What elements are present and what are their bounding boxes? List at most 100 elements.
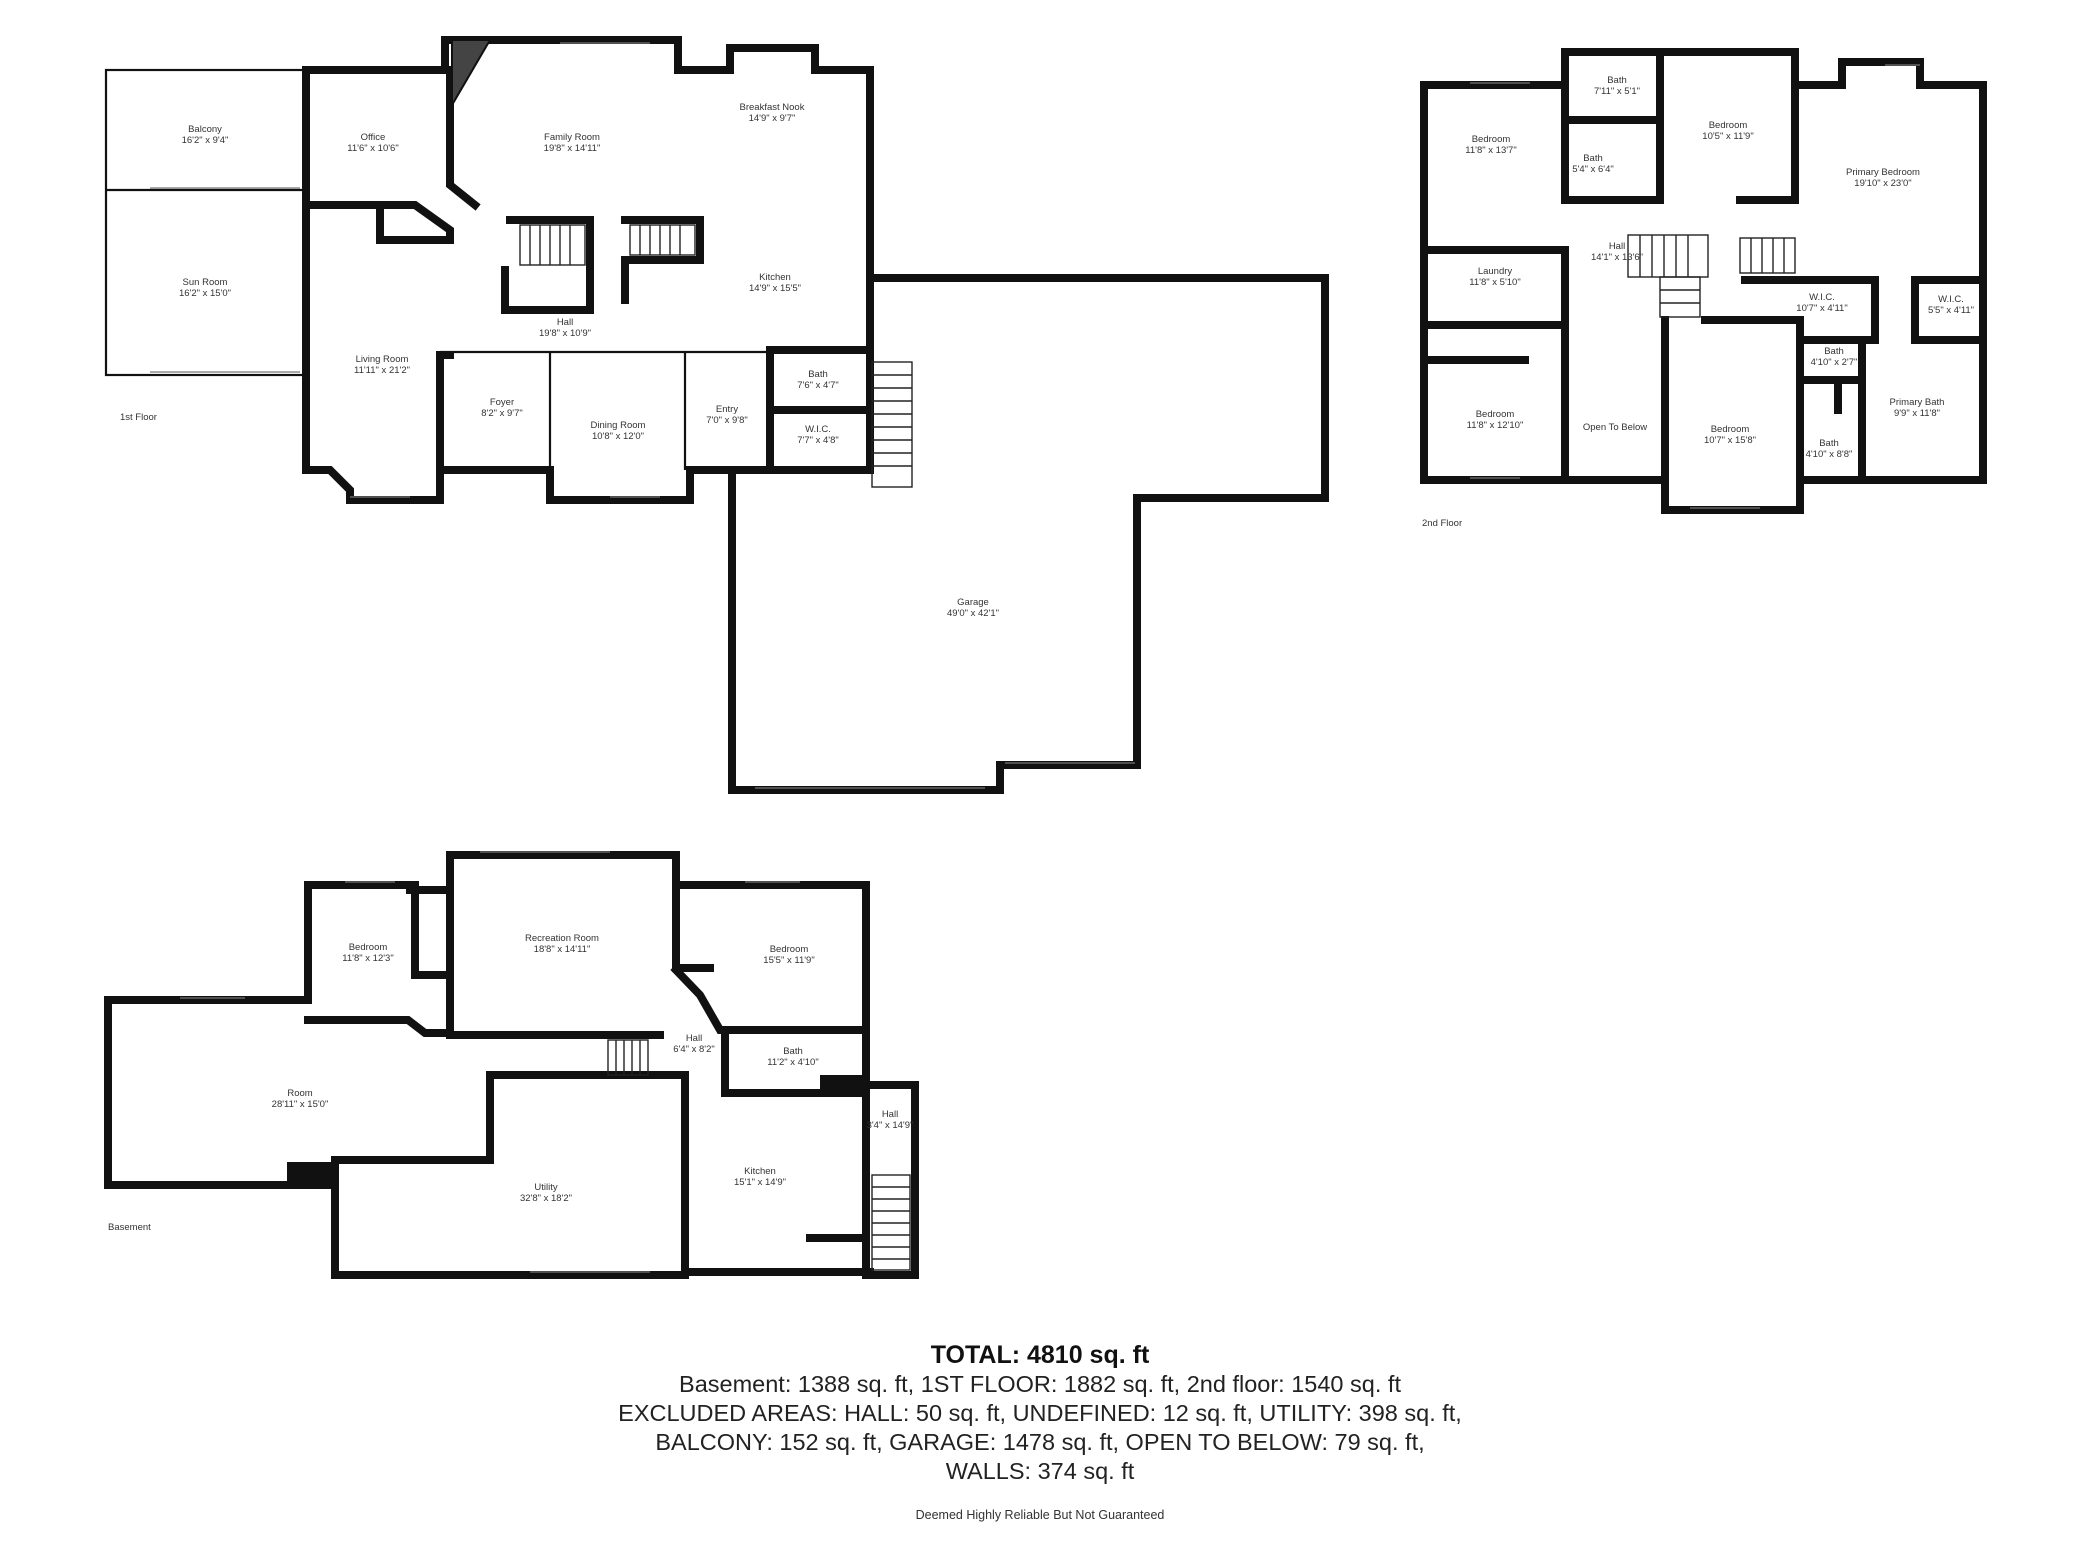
room-dimensions: 10'5" x 11'9" bbox=[1702, 131, 1753, 142]
sunroom-balcony-outline bbox=[104, 68, 308, 377]
room-name: Utility bbox=[534, 1182, 557, 1193]
room-dimensions: 9'9" x 11'8" bbox=[1894, 408, 1940, 419]
room-dimensions: 11'8" x 13'7" bbox=[1465, 145, 1516, 156]
room-name: Bedroom bbox=[1476, 409, 1515, 420]
room-name: Bath bbox=[1607, 75, 1627, 86]
room-name: Bedroom bbox=[1472, 134, 1511, 145]
basement-stairs bbox=[607, 1039, 911, 1271]
second-floor-stairs bbox=[1627, 234, 1796, 318]
room-dimensions: 16'2" x 15'0" bbox=[179, 288, 231, 299]
room-name: Hall bbox=[1609, 241, 1625, 252]
room-name: Sun Room bbox=[183, 277, 228, 288]
area-summary: TOTAL: 4810 sq. ft Basement: 1388 sq. ft… bbox=[0, 1340, 2080, 1522]
room-label-f2-open-below: Open To Below bbox=[1583, 422, 1647, 433]
first-floor-north-wall bbox=[302, 36, 874, 284]
room-name: Kitchen bbox=[759, 272, 791, 283]
room-name: Bedroom bbox=[1709, 120, 1748, 131]
room-name: Laundry bbox=[1478, 266, 1513, 277]
room-name: Hall bbox=[557, 317, 573, 328]
room-name: Primary Bedroom bbox=[1846, 167, 1920, 178]
room-name: Open To Below bbox=[1583, 422, 1647, 433]
room-name: W.I.C. bbox=[805, 424, 831, 435]
room-label-f2-wic-1: W.I.C.10'7" x 4'11" bbox=[1796, 292, 1847, 314]
room-dimensions: 14'1" x 13'6" bbox=[1591, 252, 1643, 263]
floor-label-basement: Basement bbox=[108, 1222, 151, 1233]
room-name: W.I.C. bbox=[1809, 292, 1835, 303]
room-name: Family Room bbox=[544, 132, 600, 143]
room-name: Bath bbox=[1583, 153, 1603, 164]
room-dimensions: 4'10" x 8'8" bbox=[1806, 449, 1853, 460]
room-name: Balcony bbox=[188, 124, 222, 135]
second-floor-plan bbox=[1420, 48, 1987, 514]
summary-line: WALLS: 374 sq. ft bbox=[945, 1458, 1135, 1484]
floor-plan-drawing: 1st Floor 2nd Floor Basement Balcony16'2… bbox=[104, 36, 1987, 1279]
room-name: Living Room bbox=[356, 354, 409, 365]
room-dimensions: 19'10" x 23'0" bbox=[1854, 178, 1911, 189]
summary-line: Basement: 1388 sq. ft, 1ST FLOOR: 1882 s… bbox=[679, 1371, 1401, 1397]
room-dimensions: 32'8" x 18'2" bbox=[520, 1193, 572, 1204]
room-name: Recreation Room bbox=[525, 933, 599, 944]
room-label-f2-wic-2: W.I.C.5'5" x 4'11" bbox=[1928, 294, 1974, 316]
room-dimensions: 3'4" x 14'9" bbox=[867, 1120, 914, 1131]
room-dimensions: 14'9" x 9'7" bbox=[749, 113, 796, 124]
room-name: Hall bbox=[882, 1109, 898, 1120]
room-name: Foyer bbox=[490, 397, 514, 408]
room-dimensions: 10'7" x 4'11" bbox=[1796, 303, 1847, 314]
room-name: W.I.C. bbox=[1938, 294, 1964, 305]
room-dimensions: 11'8" x 5'10" bbox=[1469, 277, 1520, 288]
room-dimensions: 19'8" x 10'9" bbox=[539, 328, 591, 339]
room-label-f1-wic: W.I.C.7'7" x 4'8" bbox=[797, 424, 839, 446]
room-name: Bath bbox=[1819, 438, 1839, 449]
room-dimensions: 15'1" x 14'9" bbox=[734, 1177, 786, 1188]
second-floor-outer-walls bbox=[1420, 48, 1987, 514]
room-dimensions: 7'11" x 5'1" bbox=[1594, 86, 1640, 97]
first-floor-stairs bbox=[519, 224, 696, 266]
room-dimensions: 5'4" x 6'4" bbox=[1572, 164, 1614, 175]
room-name: Office bbox=[361, 132, 386, 143]
first-floor-west-wall bbox=[302, 66, 464, 504]
total-area: TOTAL: 4810 sq. ft bbox=[930, 1341, 1150, 1369]
room-dimensions: 5'5" x 4'11" bbox=[1928, 305, 1974, 316]
floor-label-2nd: 2nd Floor bbox=[1422, 518, 1462, 529]
room-dimensions: 6'4" x 8'2" bbox=[673, 1044, 715, 1055]
room-name: Hall bbox=[686, 1033, 702, 1044]
room-dimensions: 16'2" x 9'4" bbox=[182, 135, 229, 146]
room-dimensions: 14'9" x 15'5" bbox=[749, 283, 801, 294]
room-name: Bath bbox=[1824, 346, 1844, 357]
room-dimensions: 18'8" x 14'11" bbox=[534, 944, 591, 955]
room-dimensions: 8'2" x 9'7" bbox=[481, 408, 523, 419]
room-dimensions: 11'11" x 21'2" bbox=[354, 365, 410, 376]
room-name: Bath bbox=[783, 1046, 803, 1057]
room-name: Bath bbox=[808, 369, 828, 380]
basement-plan bbox=[104, 851, 919, 1279]
room-dimensions: 49'0" x 42'1" bbox=[947, 608, 999, 619]
room-dimensions: 11'6" x 10'6" bbox=[347, 143, 398, 154]
room-name: Bedroom bbox=[349, 942, 388, 953]
room-dimensions: 11'8" x 12'3" bbox=[342, 953, 393, 964]
room-name: Kitchen bbox=[744, 1166, 776, 1177]
